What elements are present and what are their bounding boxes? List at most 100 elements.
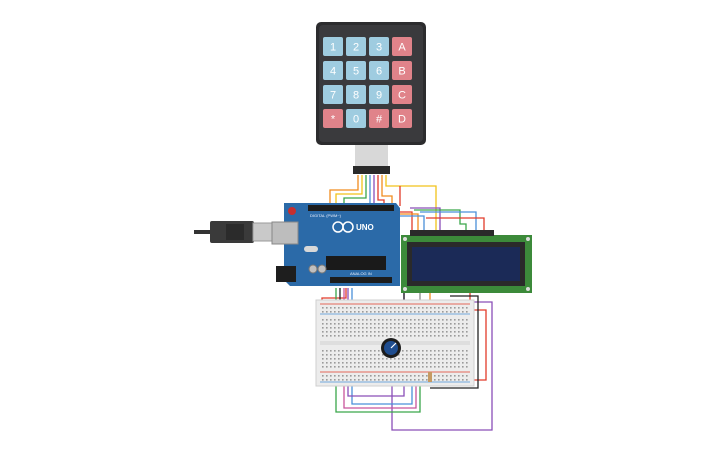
breadboard-hole: [346, 331, 348, 333]
key-A-button[interactable]: [392, 37, 412, 56]
breadboard-hole: [430, 327, 432, 329]
breadboard-hole: [458, 323, 460, 325]
breadboard-hole: [390, 358, 392, 360]
breadboard-hole: [322, 307, 324, 309]
breadboard-hole: [382, 375, 384, 377]
key-0-button[interactable]: [346, 109, 366, 128]
key-label: 2: [353, 42, 359, 54]
breadboard-hole: [358, 311, 360, 313]
breadboard-hole: [342, 362, 344, 364]
breadboard-hole: [410, 358, 412, 360]
breadboard-hole: [458, 354, 460, 356]
breadboard-hole: [382, 358, 384, 360]
breadboard-hole: [366, 350, 368, 352]
key-6-button[interactable]: [369, 61, 389, 80]
breadboard-hole: [442, 350, 444, 352]
breadboard-hole: [458, 335, 460, 337]
breadboard-hole: [410, 327, 412, 329]
breadboard-hole: [326, 335, 328, 337]
arduino-uno-board[interactable]: UNO DIGITAL (PWM~) ANALOG IN: [271, 203, 400, 286]
breadboard-hole: [394, 319, 396, 321]
breadboard-hole: [438, 354, 440, 356]
breadboard-hole: [446, 375, 448, 377]
breadboard-hole: [446, 323, 448, 325]
breadboard-hole: [398, 358, 400, 360]
breadboard-hole: [442, 366, 444, 368]
breadboard-hole: [466, 327, 468, 329]
breadboard-hole: [378, 354, 380, 356]
breadboard-hole: [334, 379, 336, 381]
wire-keypad-1: [329, 175, 359, 204]
breadboard-hole: [338, 307, 340, 309]
key-C-button[interactable]: [392, 85, 412, 104]
breadboard-hole: [402, 311, 404, 313]
breadboard-hole: [426, 307, 428, 309]
breadboard-hole: [398, 375, 400, 377]
breadboard-hole: [326, 327, 328, 329]
key-star-button[interactable]: [323, 109, 343, 128]
breadboard-hole: [342, 350, 344, 352]
breadboard-hole: [442, 362, 444, 364]
reset-button[interactable]: [288, 207, 296, 215]
breadboard-hole: [354, 331, 356, 333]
breadboard-hole: [350, 307, 352, 309]
key-5-button[interactable]: [346, 61, 366, 80]
breadboard-hole: [410, 354, 412, 356]
key-8-button[interactable]: [346, 85, 366, 104]
key-label: B: [398, 66, 405, 78]
breadboard-hole: [354, 311, 356, 313]
key-D-button[interactable]: [392, 109, 412, 128]
breadboard-hole: [394, 335, 396, 337]
breadboard-hole: [354, 307, 356, 309]
breadboard-hole: [438, 307, 440, 309]
breadboard-hole: [426, 354, 428, 356]
breadboard-hole: [354, 335, 356, 337]
key-2-button[interactable]: [346, 37, 366, 56]
breadboard-hole: [434, 311, 436, 313]
potentiometer[interactable]: [381, 338, 401, 358]
breadboard-hole: [426, 375, 428, 377]
breadboard-hole: [462, 331, 464, 333]
key-7-button[interactable]: [323, 85, 343, 104]
lcd-header: [410, 230, 494, 236]
breadboard-hole: [410, 323, 412, 325]
breadboard-hole: [346, 319, 348, 321]
breadboard-hole: [434, 327, 436, 329]
breadboard-hole: [390, 375, 392, 377]
breadboard-hole: [338, 358, 340, 360]
key-9-button[interactable]: [369, 85, 389, 104]
breadboard-hole: [394, 379, 396, 381]
breadboard-hole: [370, 362, 372, 364]
breadboard-hole: [330, 354, 332, 356]
breadboard-hole: [362, 358, 364, 360]
lcd-mount-hole-br: [526, 287, 530, 291]
lcd-16x2-display[interactable]: [401, 230, 532, 293]
key-4-button[interactable]: [323, 61, 343, 80]
breadboard-hole: [358, 335, 360, 337]
breadboard-hole: [350, 366, 352, 368]
breadboard-hole: [386, 379, 388, 381]
breadboard-hole: [454, 307, 456, 309]
breadboard-hole: [374, 358, 376, 360]
breadboard-hole: [390, 362, 392, 364]
breadboard-hole: [334, 307, 336, 309]
breadboard-hole: [330, 331, 332, 333]
breadboard-hole: [458, 311, 460, 313]
breadboard-hole: [338, 319, 340, 321]
breadboard-holes: [322, 307, 468, 381]
breadboard-hole: [394, 331, 396, 333]
breadboard-hole: [402, 335, 404, 337]
breadboard-hole: [330, 379, 332, 381]
breadboard-hole: [458, 327, 460, 329]
key-1-button[interactable]: [323, 37, 343, 56]
breadboard-hole: [378, 379, 380, 381]
breadboard-hole: [418, 327, 420, 329]
key-label: C: [398, 90, 406, 102]
breadboard-hole: [394, 375, 396, 377]
key-3-button[interactable]: [369, 37, 389, 56]
breadboard-hole: [342, 358, 344, 360]
breadboard-hole: [406, 379, 408, 381]
key-hash-button[interactable]: [369, 109, 389, 128]
key-B-button[interactable]: [392, 61, 412, 80]
